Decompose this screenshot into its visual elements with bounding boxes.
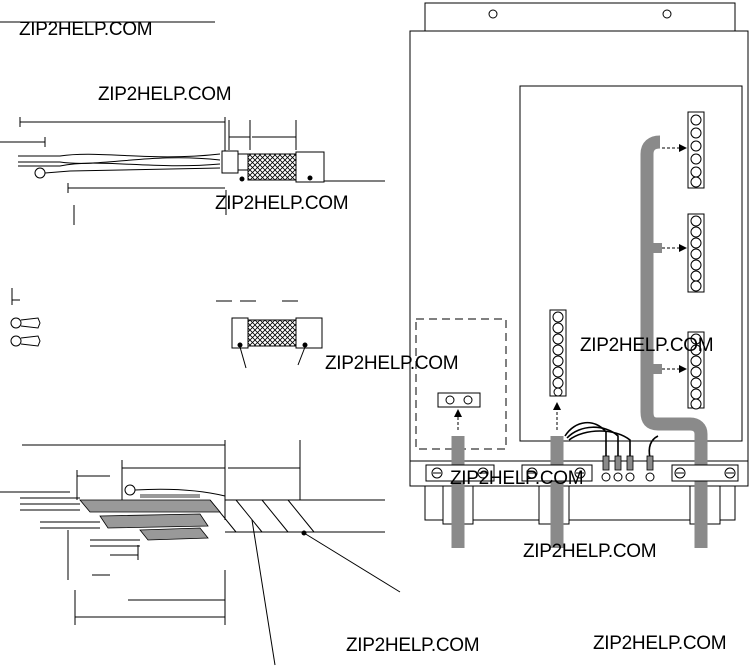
watermark: ZIP2HELP.COM — [593, 633, 727, 654]
terminal-block-left — [549, 309, 567, 397]
watermark: ZIP2HELP.COM — [98, 84, 232, 105]
watermark: ZIP2HELP.COM — [215, 193, 349, 214]
ground-lugs — [602, 455, 654, 471]
terminal-block-mid — [687, 213, 705, 293]
cable-detail-3-bands — [79, 494, 221, 541]
mounting-hole-icon — [488, 9, 672, 19]
watermark: ZIP2HELP.COM — [19, 19, 153, 40]
cable-detail-2 — [10, 288, 323, 369]
terminal-block-low — [687, 331, 705, 410]
cable-routing — [451, 135, 708, 548]
ground-wires — [564, 421, 659, 459]
watermark: ZIP2HELP.COM — [325, 353, 459, 374]
ring-terminal-icon — [10, 317, 41, 347]
terminal-block-top — [687, 111, 705, 189]
cable-detail-3 — [0, 440, 401, 666]
watermark: ZIP2HELP.COM — [346, 635, 480, 656]
cable-branches — [650, 243, 662, 374]
watermark: ZIP2HELP.COM — [523, 541, 657, 562]
screw-terminal-icon — [425, 464, 739, 482]
cable-detail-1 — [0, 21, 385, 225]
cable-arrows — [662, 144, 687, 373]
watermark: ZIP2HELP.COM — [450, 468, 584, 489]
watermark: ZIP2HELP.COM — [580, 335, 714, 356]
